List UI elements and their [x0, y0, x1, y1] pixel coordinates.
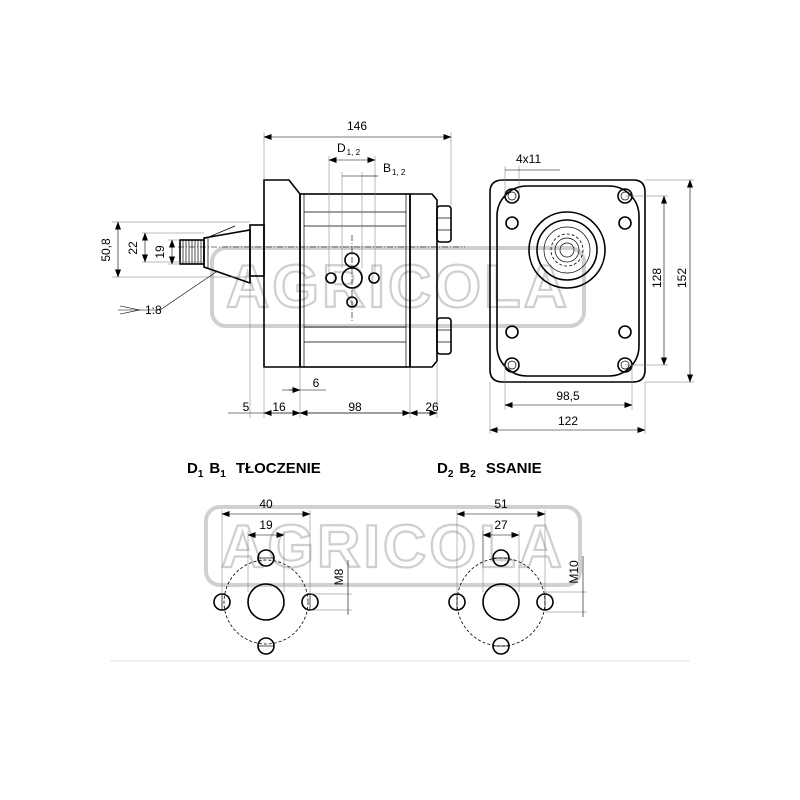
- svg-text:146: 146: [347, 119, 367, 133]
- svg-text:27: 27: [494, 518, 508, 532]
- watermark-text: AGRICOLA: [226, 253, 570, 320]
- svg-text:1:8: 1:8: [145, 303, 162, 317]
- svg-text:D1, 2: D1, 2: [337, 141, 361, 157]
- svg-text:40: 40: [259, 497, 273, 511]
- cover-bolts: [436, 205, 452, 355]
- port-bore: [482, 583, 520, 621]
- dim-taper: 1:8: [118, 271, 217, 317]
- dim-bottom-chain: 5 16 98 26 6: [228, 283, 439, 418]
- svg-text:98: 98: [348, 400, 362, 414]
- port-suction: 51 27 M10: [448, 497, 587, 655]
- dim-width-outer: 122: [489, 382, 646, 434]
- side-view: 146 D1, 2 B1, 2 50,8 22: [99, 119, 465, 418]
- port-discharge: 40 19 M8: [213, 497, 352, 655]
- svg-text:16: 16: [272, 400, 286, 414]
- port-bolt-hole: [325, 272, 337, 284]
- front-shaft-boss: [528, 211, 606, 289]
- bolt-circle: [223, 559, 309, 645]
- svg-text:19: 19: [259, 518, 273, 532]
- front-body: [496, 185, 640, 377]
- dim-width-inner: 98,5: [504, 365, 633, 410]
- port-bolt-hole: [368, 272, 380, 284]
- svg-text:50,8: 50,8: [99, 238, 113, 262]
- svg-text:122: 122: [558, 414, 578, 428]
- svg-text:51: 51: [494, 497, 508, 511]
- svg-text:128: 128: [650, 268, 664, 288]
- svg-text:19: 19: [153, 245, 167, 259]
- svg-text:4x11: 4x11: [516, 152, 541, 166]
- front-view: 4x11 128 152 98,5 122: [489, 152, 694, 434]
- svg-text:B1, 2: B1, 2: [383, 161, 406, 177]
- dim-flange-diameter: 50,8: [99, 221, 250, 278]
- watermark-bottom: AGRICOLA: [204, 505, 582, 587]
- shaft: [179, 225, 251, 285]
- dim-height-inner: 128: [625, 195, 668, 366]
- svg-text:6: 6: [313, 376, 320, 390]
- svg-text:M10: M10: [567, 560, 581, 584]
- watermark-top: AGRICOLA: [210, 246, 586, 328]
- dim-d12: D1, 2: [328, 141, 376, 272]
- watermark-text: AGRICOLA: [221, 513, 565, 580]
- dim-holes: 4x11: [504, 152, 560, 196]
- dim-thread-diameter: 19: [153, 239, 180, 265]
- port-bore: [341, 267, 363, 289]
- svg-text:98,5: 98,5: [556, 389, 580, 403]
- svg-text:22: 22: [126, 241, 140, 255]
- port-bolt-hole: [346, 296, 358, 308]
- dim-b12: B1, 2: [341, 161, 406, 268]
- port-bore: [247, 583, 285, 621]
- svg-text:M8: M8: [332, 568, 346, 585]
- dim-height-outer: 152: [645, 179, 694, 383]
- svg-text:5: 5: [243, 400, 250, 414]
- dim-overall-length: 146: [263, 119, 452, 206]
- svg-text:152: 152: [675, 268, 689, 288]
- front-plate: [489, 179, 646, 383]
- dim-shaft-diameter: 22: [126, 232, 204, 263]
- svg-text:26: 26: [425, 400, 439, 414]
